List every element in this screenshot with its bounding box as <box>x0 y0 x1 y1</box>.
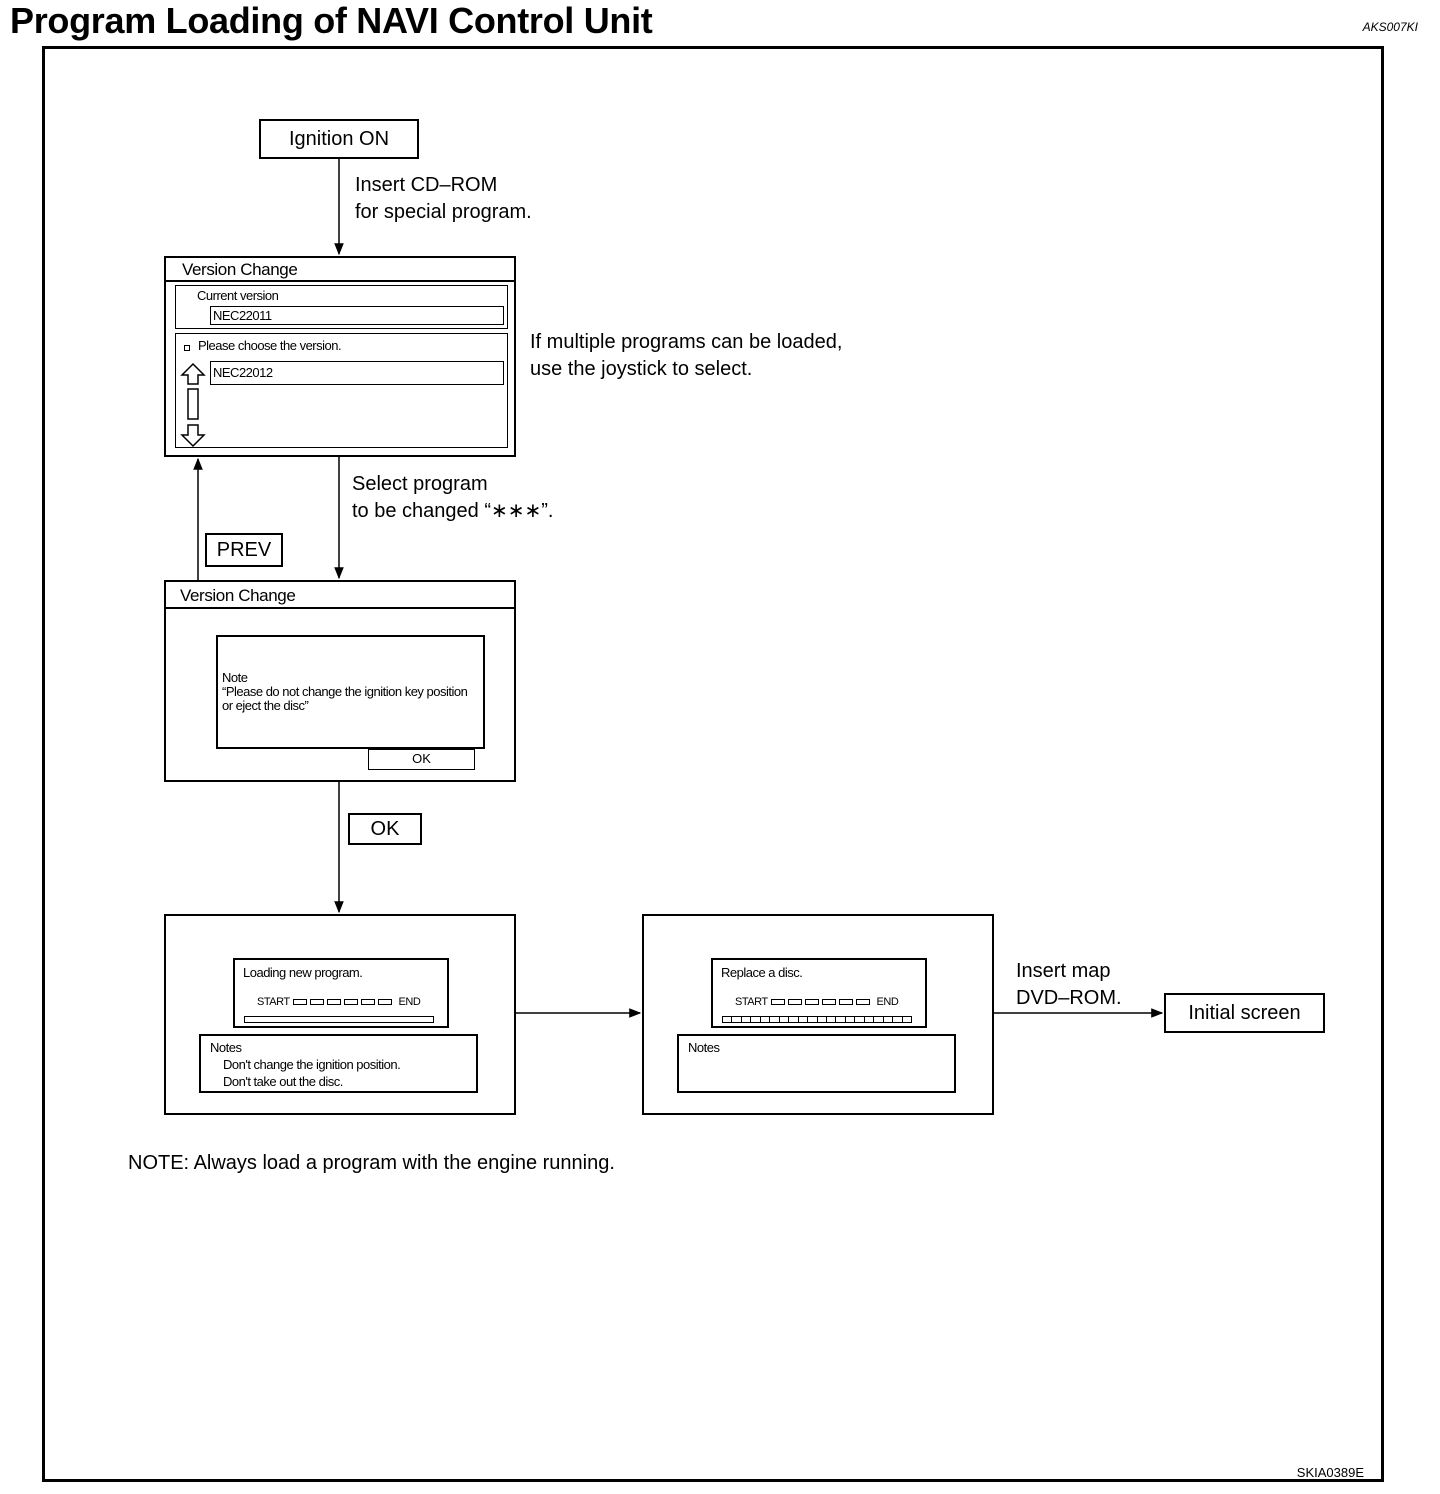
multiple-programs-note: If multiple programs can be loaded, use … <box>530 331 843 380</box>
prev-button-label: PREV <box>216 538 272 561</box>
loading-notes-title: Notes <box>210 1040 242 1055</box>
screen1-title: Version Change <box>182 260 298 279</box>
scroll-control[interactable] <box>180 362 206 448</box>
note-title: Note <box>222 670 248 685</box>
replace-disc-message: Replace a disc. <box>721 965 803 980</box>
version-select-panel: Please choose the version. NEC22012 <box>175 333 508 448</box>
choose-version-label: Please choose the version. <box>198 338 342 353</box>
replace-progress-bar <box>722 1016 912 1023</box>
ignition-on-label: Ignition ON <box>288 127 390 150</box>
screen2-title: Version Change <box>180 586 296 605</box>
current-version-field: NEC22011 <box>210 306 504 325</box>
progress-end-label: END <box>876 996 899 1008</box>
bullet-icon <box>184 345 190 351</box>
scroll-down-arrow-icon <box>180 424 206 448</box>
insert-cd-text: Insert CD–ROM for special program. <box>355 174 532 223</box>
scroll-up-arrow-icon <box>180 362 206 385</box>
progress-start-label: START <box>735 996 768 1008</box>
initial-screen-label: Initial screen <box>1188 1001 1301 1024</box>
select-program-text: Select program to be changed “∗∗∗”. <box>352 473 554 522</box>
loading-notes-text: Notes Don't change the ignition position… <box>210 1040 401 1089</box>
progress-blocks-icon <box>292 999 392 1005</box>
progress-end-label: END <box>398 996 421 1008</box>
ok-button[interactable]: OK <box>348 813 422 845</box>
dialog-ok-button[interactable]: OK <box>368 749 475 770</box>
replace-disc-dialog: Replace a disc. START END <box>711 958 927 1028</box>
dialog-ok-label: OK <box>412 751 431 766</box>
current-version-label: Current version <box>197 288 279 303</box>
figure-id: SKIA0389E <box>1296 1465 1364 1480</box>
loading-progress-legend: START END <box>257 996 421 1008</box>
progress-blocks-icon <box>770 999 870 1005</box>
loading-notes-panel: Notes Don't change the ignition position… <box>199 1034 478 1093</box>
diagram-frame <box>42 46 1384 1482</box>
screen1-title-bar: Version Change <box>166 258 514 282</box>
footnote: NOTE: Always load a program with the eng… <box>128 1152 615 1174</box>
initial-screen-box: Initial screen <box>1164 993 1325 1033</box>
ok-button-label: OK <box>370 817 400 840</box>
screen2-title-bar: Version Change <box>166 582 514 609</box>
current-version-value: NEC22011 <box>213 308 272 323</box>
page-title: Program Loading of NAVI Control Unit <box>10 0 653 41</box>
note-dialog: Note “Please do not change the ignition … <box>216 635 485 749</box>
replace-disc-screen: Replace a disc. START END Notes <box>642 914 994 1115</box>
loading-screen: Loading new program. START END Notes Don… <box>164 914 516 1115</box>
version-option[interactable]: NEC22012 <box>210 361 504 385</box>
version-option-value: NEC22012 <box>213 365 273 380</box>
current-version-panel: Current version NEC22011 <box>175 285 508 329</box>
replace-notes-panel: Notes <box>677 1034 956 1093</box>
page-id: AKS007KI <box>1362 20 1418 34</box>
version-change-screen-1: Version Change Current version NEC22011 … <box>164 256 516 457</box>
prev-button[interactable]: PREV <box>205 533 283 567</box>
progress-start-label: START <box>257 996 290 1008</box>
version-change-screen-2: Version Change Note “Please do not chang… <box>164 580 516 782</box>
replace-notes-title: Notes <box>688 1040 720 1055</box>
insert-map-text: Insert map DVD–ROM. <box>1016 960 1122 1009</box>
loading-message: Loading new program. <box>243 965 363 980</box>
loading-dialog: Loading new program. START END <box>233 958 449 1028</box>
replace-progress-legend: START END <box>735 996 899 1008</box>
ignition-on-box: Ignition ON <box>259 119 419 159</box>
scroll-thumb <box>187 388 199 420</box>
loading-progress-bar <box>244 1016 434 1023</box>
note-text: Note “Please do not change the ignition … <box>222 670 468 713</box>
